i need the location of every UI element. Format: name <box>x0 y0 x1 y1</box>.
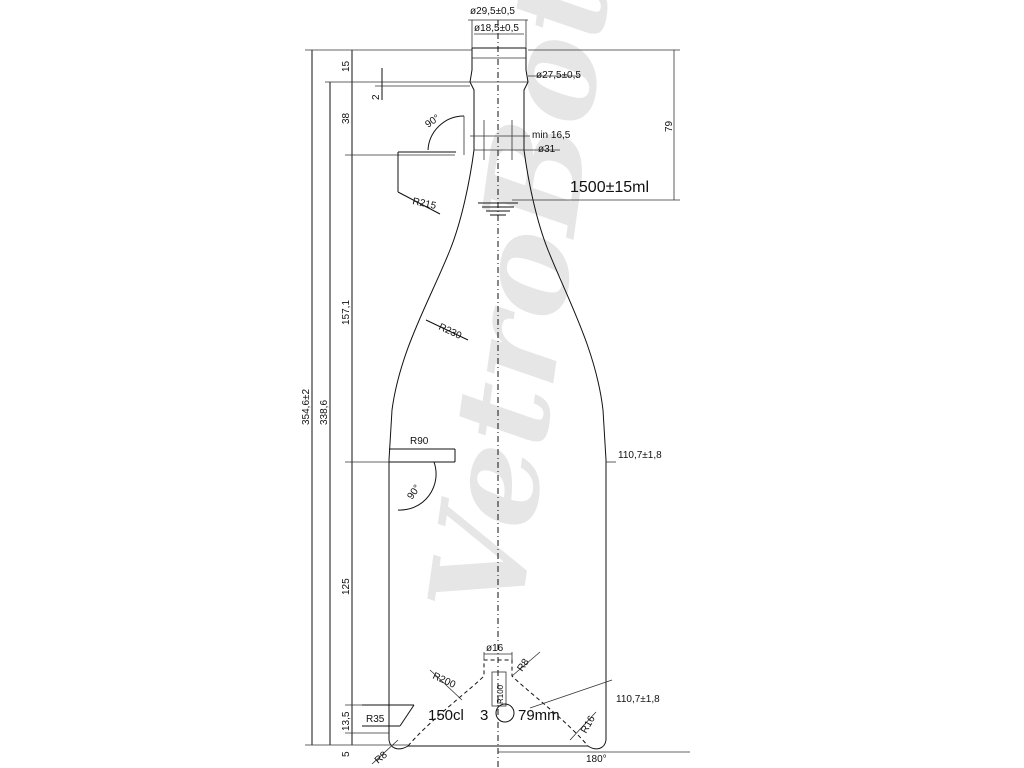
r8-heel-label: R8 <box>373 749 390 766</box>
bottom-angle-label: 180° <box>586 754 607 765</box>
r16-leader <box>569 711 597 741</box>
mold-mark-circle <box>495 703 515 723</box>
r8-heel-leader <box>371 739 399 765</box>
r8-top-leader <box>511 651 541 677</box>
r230-leader <box>425 319 469 341</box>
bottle-right-profile <box>523 48 607 750</box>
shoulder-angle-arc <box>397 461 437 511</box>
fill-height-label: 79 <box>664 120 675 132</box>
bore-diameter-label: ø18,5±0,5 <box>474 23 519 34</box>
heel-annotation <box>362 704 415 765</box>
left-dimension-lines <box>305 49 472 746</box>
punt-diameter-label: ø16 <box>486 643 504 654</box>
neck-section-label: 38 <box>341 112 352 124</box>
watermark-text: VetroBottiglie <box>399 0 693 624</box>
r35-slant <box>399 704 415 727</box>
r200-label: R200 <box>431 671 458 691</box>
body-section-label: 125 <box>341 578 352 595</box>
heel-section-label: 13,5 <box>341 711 352 731</box>
base-marking-size: 150cl <box>428 707 464 724</box>
r16-label: R16 <box>579 714 598 736</box>
upper-body-diameter-label: 110,7±1,8 <box>618 450 662 461</box>
bottle-left-profile <box>388 48 475 750</box>
shoulder-section-label: 157,1 <box>341 300 352 325</box>
lower-diameter-leader <box>529 679 613 709</box>
r100-label: R100 <box>496 684 505 704</box>
min-bore-label: min 16,5 <box>532 130 571 141</box>
punt-annotations <box>429 651 597 741</box>
base-offset-label: 5 <box>341 751 352 757</box>
neck-angle-label: 90° <box>423 113 442 131</box>
finish-height-label: 15 <box>341 60 352 72</box>
r200-leader <box>429 669 463 701</box>
r215-label: R215 <box>411 196 437 212</box>
base-marking-height: 79mm <box>518 707 560 724</box>
total-height-label: 354,6±2 <box>301 388 312 425</box>
neck-dimension-lines <box>468 19 680 216</box>
r90-label: R90 <box>410 436 429 447</box>
base-marking-mold: 3 <box>480 707 488 724</box>
capacity-label: 1500±15ml <box>570 179 649 196</box>
body-height-label: 338,6 <box>319 400 330 425</box>
ring-diameter-label: ø27,5±0,5 <box>536 70 581 81</box>
watermark: VetroBottiglie <box>399 0 693 624</box>
lower-body-diameter-label: 110,7±1,8 <box>616 694 660 705</box>
neck-diameter-label: ø31 <box>538 144 556 155</box>
shoulder-angle-annotation <box>389 448 456 511</box>
neck-angle-annotation <box>397 115 465 215</box>
r35-label: R35 <box>366 714 385 725</box>
ring-gap-label: 2 <box>371 94 382 100</box>
r215-leader <box>397 191 441 215</box>
outer-lip-diameter-label: ø29,5±0,5 <box>470 6 515 17</box>
neck-angle-arc <box>427 115 465 151</box>
